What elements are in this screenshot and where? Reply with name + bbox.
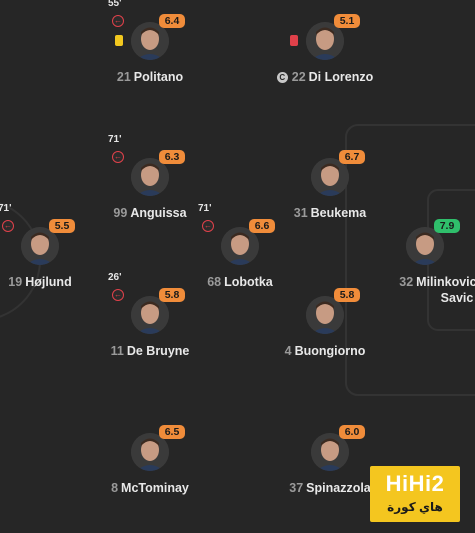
player-rating-badge: 5.8 — [159, 288, 185, 302]
player-shirt-number: 99 — [113, 206, 128, 220]
player-name: Lobotka — [224, 275, 273, 289]
player-rating-badge: 6.4 — [159, 14, 185, 28]
player-shirt-number: 8 — [111, 481, 119, 495]
arrow-left-circle-icon: ← — [112, 15, 124, 27]
player-rating-badge: 7.9 — [434, 219, 460, 233]
player-avatar — [21, 227, 59, 265]
player-name: Spinazzola — [306, 481, 371, 495]
player-rating-badge: 6.6 — [249, 219, 275, 233]
player-name: Di Lorenzo — [308, 70, 374, 84]
player-shirt-number: 4 — [284, 344, 292, 358]
player-shirt-number: 37 — [289, 481, 304, 495]
player-shirt-number: 68 — [207, 275, 222, 289]
substitution-minute: 71' — [0, 203, 12, 214]
player-name-line2: Savic — [440, 291, 474, 305]
player-avatar — [131, 22, 169, 60]
player-avatar — [406, 227, 444, 265]
player-shirt-number: 11 — [110, 344, 124, 358]
player-name: Buongiorno — [294, 344, 366, 358]
penalty-area — [345, 124, 475, 396]
player-rating-badge: 6.3 — [159, 150, 185, 164]
substitution-minute: 71' — [108, 134, 122, 145]
red-card-icon — [290, 35, 298, 46]
player-rating-badge: 5.5 — [49, 219, 75, 233]
arrow-left-circle-icon: ← — [202, 220, 214, 232]
player-name: Beukema — [310, 206, 367, 220]
player-rating-badge: 5.1 — [334, 14, 360, 28]
player-avatar — [131, 158, 169, 196]
arrow-left-circle-icon: ← — [112, 289, 124, 301]
player-name: Milinkovic- — [416, 275, 475, 289]
player-name: Anguissa — [130, 206, 187, 220]
hihi2-watermark-logo: HiHi2 هاي كورة — [370, 466, 460, 522]
player-shirt-number: 21 — [116, 70, 131, 84]
player-shirt-number: 22 — [291, 70, 306, 84]
yellow-card-icon — [115, 35, 123, 46]
player-avatar — [306, 296, 344, 334]
player-avatar — [221, 227, 259, 265]
arrow-left-circle-icon: ← — [2, 220, 14, 232]
substitution-minute: 26' — [108, 272, 122, 283]
player-rating-badge: 6.5 — [159, 425, 185, 439]
player-shirt-number: 31 — [293, 206, 308, 220]
captain-c-icon: C — [276, 72, 288, 83]
player-avatar — [306, 22, 344, 60]
player-shirt-number: 32 — [399, 275, 414, 289]
player-name: De Bruyne — [126, 344, 190, 358]
player-name: Politano — [133, 70, 184, 84]
player-name: Højlund — [25, 275, 72, 289]
watermark-sub-text: هاي كورة — [387, 500, 443, 514]
player-rating-badge: 6.7 — [339, 150, 365, 164]
player-avatar — [311, 158, 349, 196]
player-avatar — [311, 433, 349, 471]
player-rating-badge: 5.8 — [334, 288, 360, 302]
player-name: McTominay — [121, 481, 189, 495]
substitution-minute: 55' — [108, 0, 122, 9]
arrow-left-circle-icon: ← — [112, 151, 124, 163]
substitution-minute: 71' — [198, 203, 212, 214]
player-avatar — [131, 296, 169, 334]
player-avatar — [131, 433, 169, 471]
player-rating-badge: 6.0 — [339, 425, 365, 439]
player-shirt-number: 19 — [8, 275, 23, 289]
watermark-main-text: HiHi2 — [385, 471, 445, 496]
